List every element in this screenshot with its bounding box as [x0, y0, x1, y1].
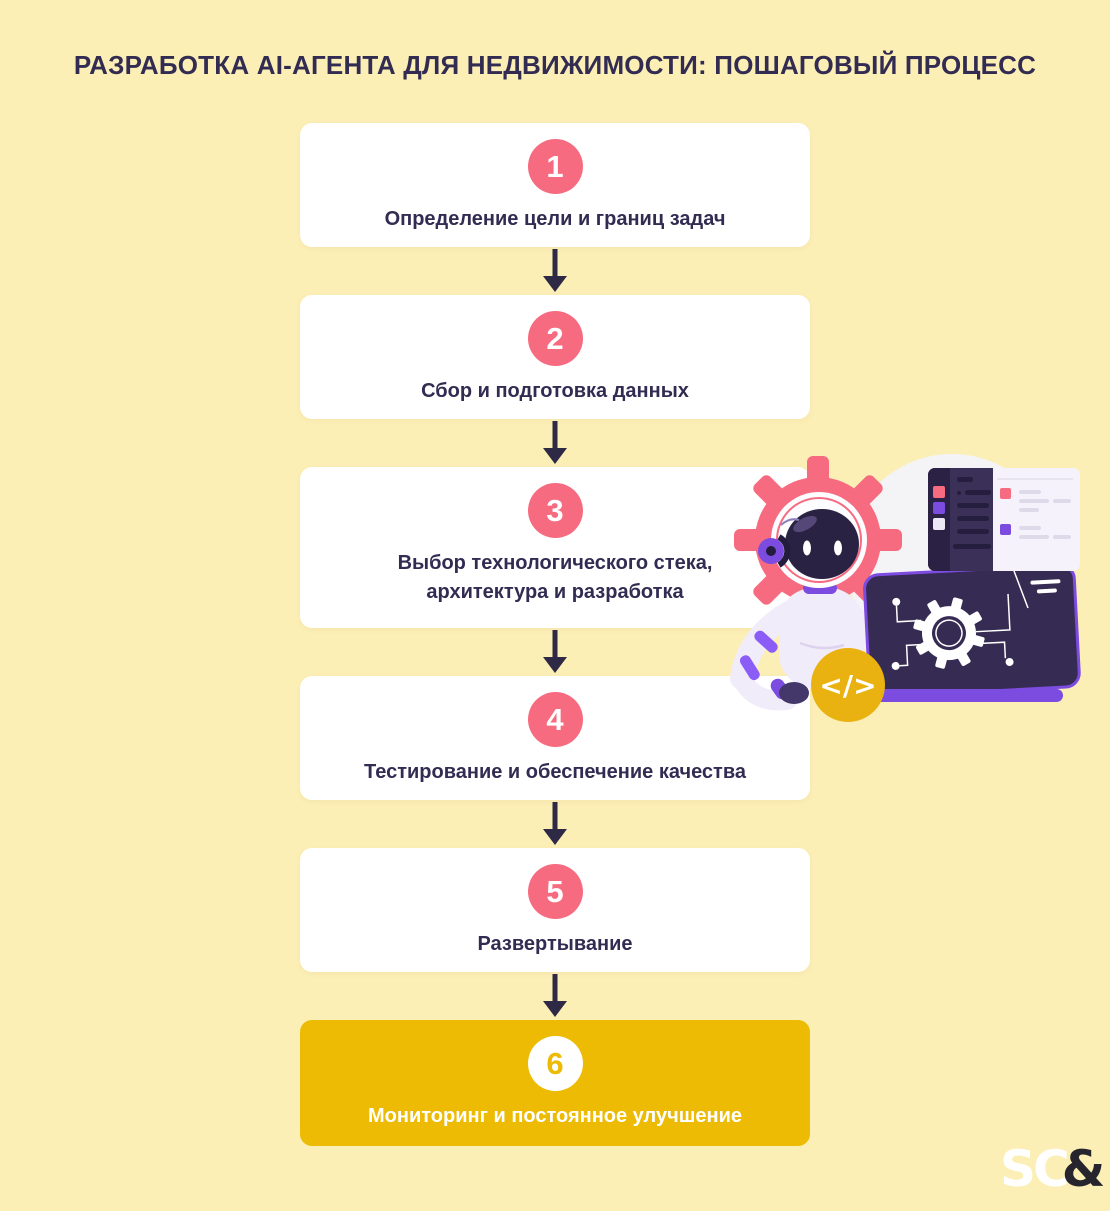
step-number-badge: 5 [527, 864, 583, 919]
down-arrow [542, 419, 568, 467]
step-label: Определение цели и границ задач [384, 208, 726, 230]
step-card-4: 4 Тестирование и обеспечение качества [300, 676, 810, 800]
page-title: РАЗРАБОТКА AI-АГЕНТА ДЛЯ НЕДВИЖИМОСТИ: П… [73, 50, 1037, 80]
step-card-3: 3 Выбор технологического стека, архитект… [300, 467, 810, 628]
step-number-badge: 4 [527, 692, 583, 747]
step-card-2: 2 Сбор и подготовка данных [300, 295, 810, 419]
logo-sc: SC [1000, 1140, 1070, 1198]
step-label: Выбор технологического стека, архитектур… [397, 552, 713, 603]
step-card-6: 6 Мониторинг и постоянное улучшение [300, 1020, 810, 1146]
down-arrow-icon [543, 974, 567, 1017]
laptop-icon [855, 563, 1081, 702]
robot-illustration: </> [730, 454, 1081, 722]
down-arrow [542, 247, 568, 295]
step-card-1: 1 Определение цели и границ задач [300, 123, 810, 247]
step-number-badge: 3 [527, 483, 583, 538]
down-arrow-icon [543, 421, 567, 464]
step-number-badge: 1 [527, 139, 583, 194]
svg-text:</>: </> [819, 669, 876, 702]
down-arrow-icon [543, 249, 567, 292]
logo-ampersand: & [1061, 1140, 1106, 1198]
down-arrow [542, 972, 568, 1020]
down-arrow [542, 800, 568, 848]
code-badge-icon: </> [811, 648, 885, 722]
step-label: Развертывание [477, 933, 633, 955]
down-arrow [542, 628, 568, 676]
step-label: Сбор и подготовка данных [421, 380, 689, 402]
code-editor-window-icon [928, 468, 1080, 571]
down-arrow-icon [543, 802, 567, 845]
gear-icon [913, 597, 985, 669]
step-label: Мониторинг и постоянное улучшение [367, 1105, 743, 1127]
robot-icon [730, 456, 902, 711]
process-flow: 1 Определение цели и границ задач 2 Сбор… [300, 123, 810, 1146]
step-number-badge: 2 [527, 311, 583, 366]
step-card-5: 5 Развертывание [300, 848, 810, 972]
brand-logo: SC& [1000, 1140, 1106, 1198]
step-number-badge: 6 [527, 1036, 583, 1091]
step-label: Тестирование и обеспечение качества [363, 761, 746, 783]
down-arrow-icon [543, 630, 567, 673]
